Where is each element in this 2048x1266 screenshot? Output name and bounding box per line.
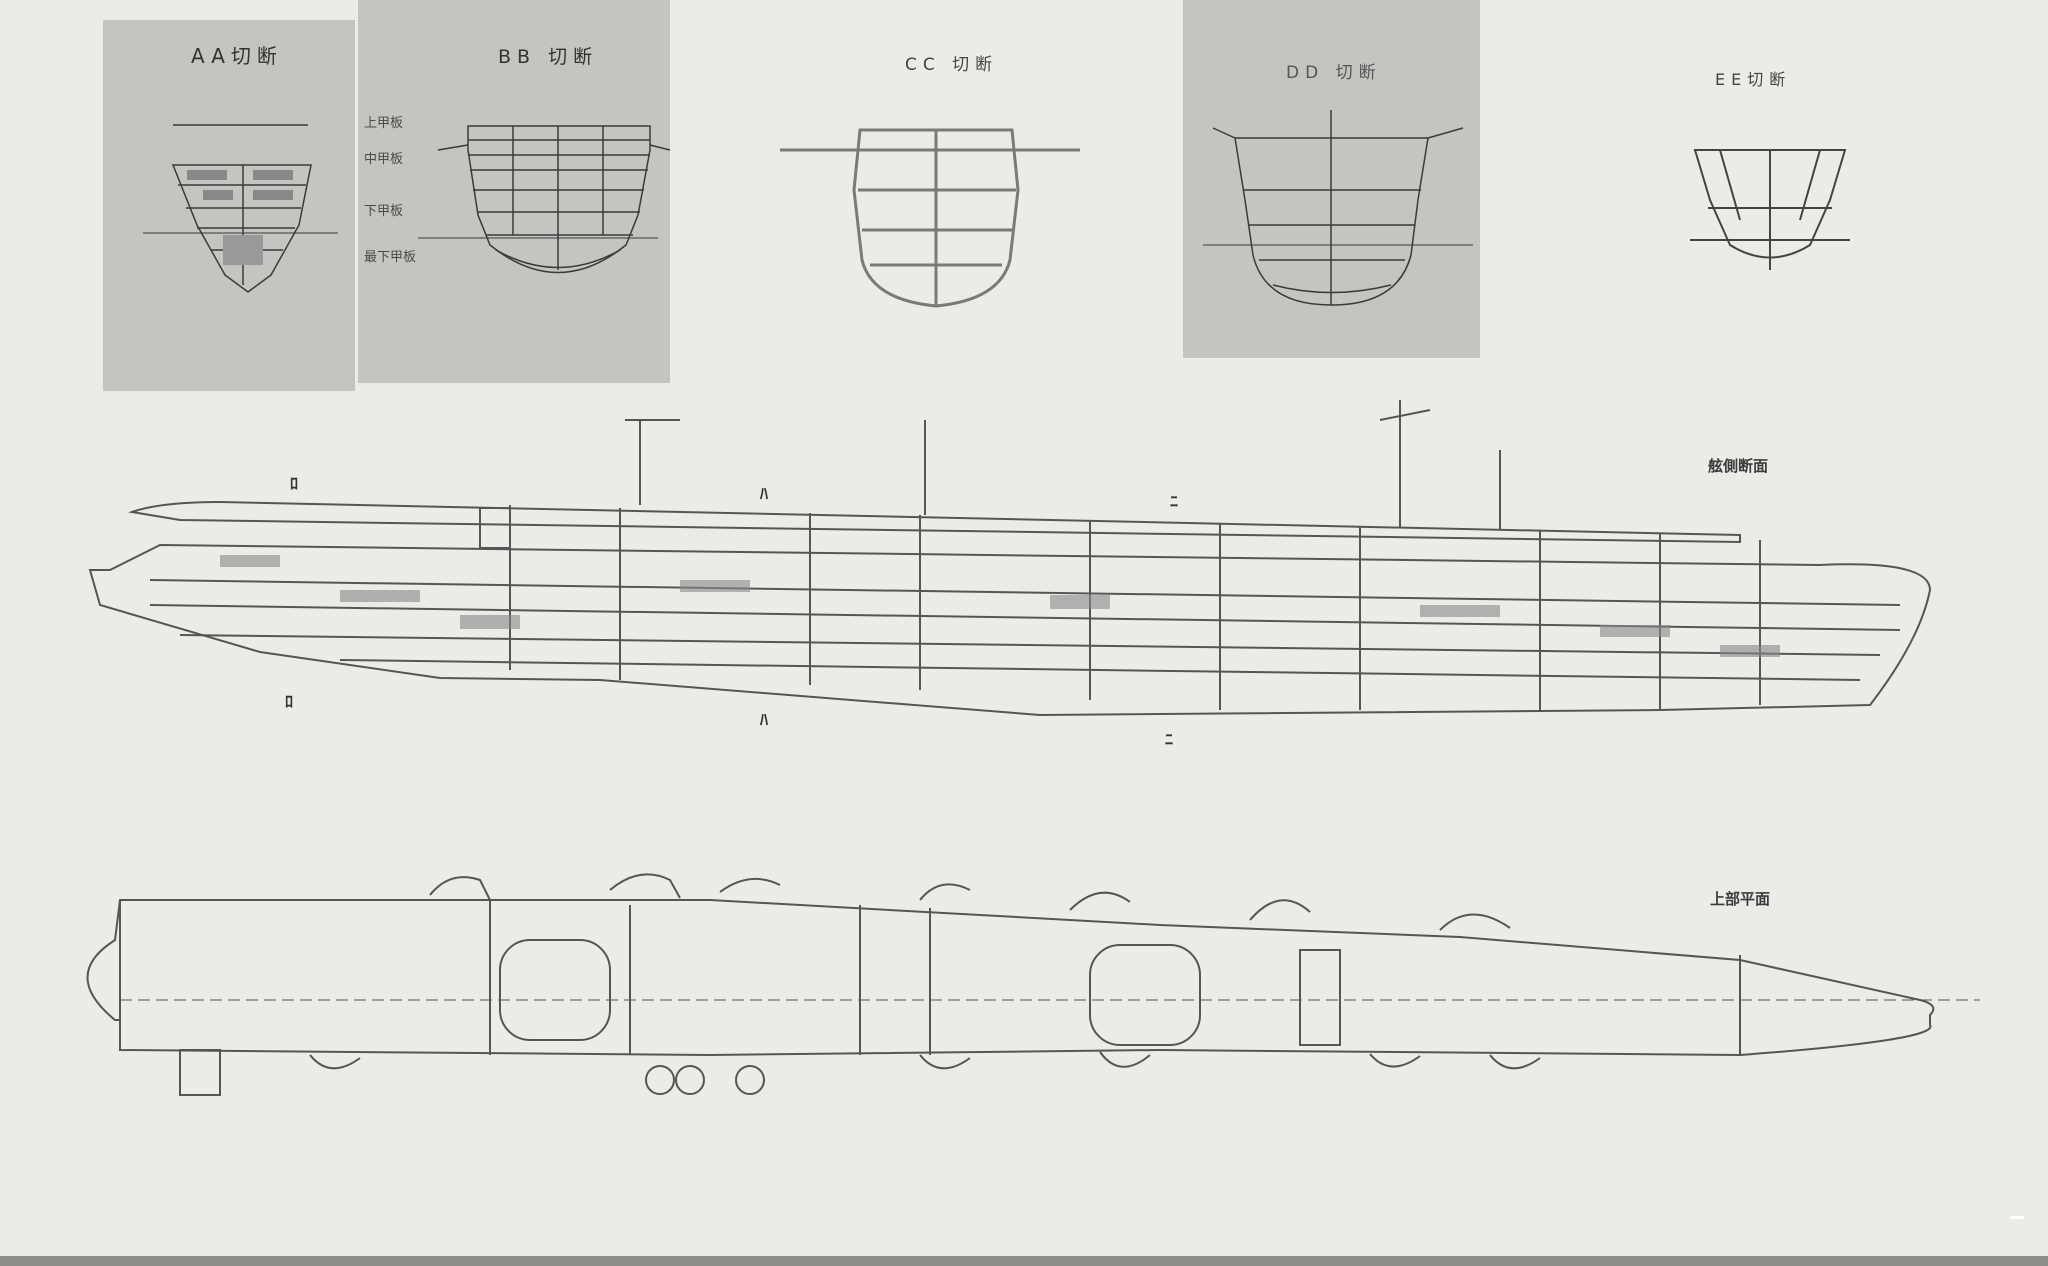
- cut-marker-bottom-3: ﾆ: [1165, 730, 1174, 749]
- aa-section-drawing: [143, 124, 338, 293]
- profile-view-drawing: [88, 400, 1932, 717]
- bb-label-upper-deck: 上甲板: [364, 116, 404, 131]
- profile-view-title: 舷側断面: [1708, 457, 1769, 475]
- dd-section-panel: DD 切断: [1183, 0, 1480, 358]
- bb-label-lowest-deck: 最下甲板: [364, 250, 417, 265]
- bottom-edge-strip: [0, 1256, 2048, 1266]
- plan-view-title: 上部平面: [1710, 890, 1771, 908]
- aa-section-title: AA切断: [191, 44, 283, 68]
- corner-dash-mark: [2010, 1216, 2024, 1219]
- aa-section-panel: AA切断: [103, 20, 355, 391]
- cc-section-title: CC 切断: [905, 55, 999, 75]
- cut-marker-top-2: ﾊ: [760, 484, 769, 503]
- plan-view-drawing: [86, 873, 1980, 1096]
- bb-section-title: BB 切断: [498, 46, 599, 68]
- dd-section-title: DD 切断: [1286, 63, 1382, 83]
- ee-section-title: EE切断: [1715, 70, 1792, 89]
- cut-marker-bottom-2: ﾊ: [760, 710, 769, 729]
- bb-label-middle-deck: 中甲板: [364, 152, 404, 167]
- bb-section-drawing: [418, 125, 670, 274]
- bb-section-panel: BB 切断 上甲板 中甲板 下甲板 最下甲板: [358, 0, 670, 383]
- cut-marker-bottom-1: ﾛ: [285, 692, 294, 711]
- cut-marker-top-1: ﾛ: [290, 474, 299, 493]
- bb-label-lower-deck: 下甲板: [364, 204, 404, 219]
- ee-section-drawing: [1690, 149, 1850, 270]
- dd-section-drawing: [1203, 110, 1473, 306]
- cut-marker-top-3: ﾆ: [1170, 492, 1179, 511]
- cc-section-drawing: [780, 128, 1080, 308]
